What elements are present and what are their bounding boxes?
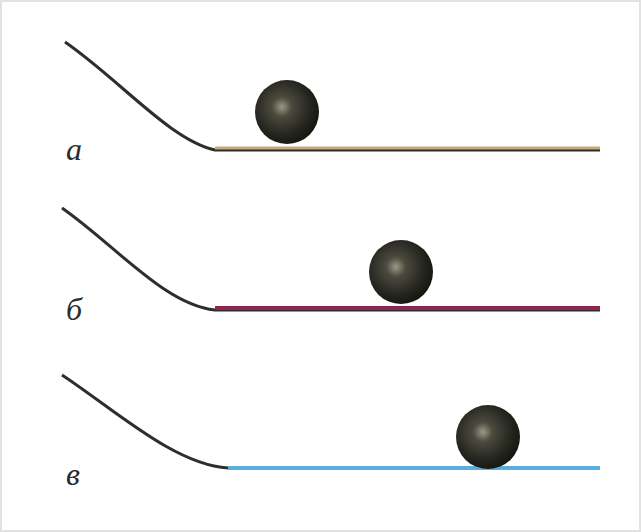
- surface: [215, 306, 600, 310]
- surface: [215, 147, 600, 150]
- ramp: [62, 208, 600, 310]
- ball: [369, 240, 433, 304]
- ball: [255, 80, 319, 144]
- figure-letter: а: [66, 133, 82, 165]
- figure-letter: б: [66, 293, 82, 325]
- figure-letter: в: [66, 458, 80, 490]
- ball: [456, 405, 520, 469]
- ramp: [62, 375, 228, 468]
- ramp: [65, 42, 600, 150]
- surface: [228, 466, 600, 470]
